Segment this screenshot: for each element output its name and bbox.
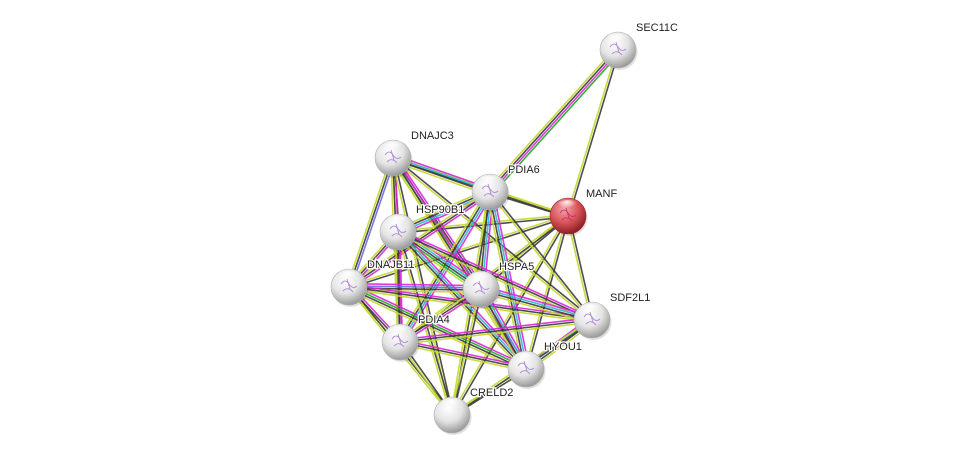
edge-line-magenta	[492, 191, 531, 369]
node-creld2[interactable]: CRELD2	[433, 386, 515, 435]
edge-line-black	[397, 231, 593, 321]
edge-line-magenta	[350, 283, 528, 367]
edge-line-cyan	[481, 287, 593, 320]
node-label: PDIA6	[508, 164, 540, 176]
node-highlight	[470, 273, 492, 285]
edge-line-magenta	[400, 339, 527, 368]
edge-hspa5-creld2[interactable]	[450, 288, 483, 416]
edge-line-yellowgreen	[400, 321, 593, 345]
edge-line-black	[526, 216, 570, 370]
node-hyou1[interactable]: HYOU1	[507, 340, 583, 389]
node-highlight	[382, 142, 404, 154]
node-label: MANF	[586, 188, 617, 200]
node-sec11c[interactable]: SEC11C	[599, 21, 679, 70]
edge-line-magenta	[399, 229, 529, 368]
edge-line-blue	[350, 158, 396, 288]
edge-pdia6-sdf2l1[interactable]	[488, 190, 594, 322]
edge-line-green	[491, 51, 622, 195]
edge-line-yellowgreen	[390, 158, 525, 371]
edge-line-yellowgreen	[346, 157, 392, 287]
node-dnajb11[interactable]: DNAJB11	[330, 258, 416, 307]
edge-line-green	[349, 285, 527, 369]
edge-line-black	[488, 48, 618, 192]
edge-line-yellowgreen	[450, 215, 568, 415]
edge-dnajc3-dnajb11[interactable]	[346, 157, 396, 288]
edge-line-yellowgreen	[566, 49, 618, 216]
edge-pdia4-sdf2l1[interactable]	[399, 317, 593, 345]
node-highlight	[389, 326, 411, 338]
node-hspa5[interactable]: HSPA5	[462, 260, 536, 309]
node-pdia4[interactable]: PDIA4	[381, 313, 451, 362]
node-highlight	[479, 176, 501, 188]
node-label: SDF2L1	[610, 292, 650, 304]
edge-line-black	[399, 341, 527, 370]
edge-line-yellowgreen	[347, 289, 525, 373]
node-hsp90b1[interactable]: HSP90B1	[379, 203, 466, 252]
edge-line-black	[392, 157, 527, 370]
edge-line-black	[490, 190, 594, 320]
edge-line-yellowgreen	[488, 192, 592, 322]
edge-line-black	[452, 216, 570, 416]
node-label: CRELD2	[470, 387, 513, 399]
edges-layer	[346, 47, 622, 417]
edge-line-magenta	[490, 50, 620, 194]
node-pdia6[interactable]: PDIA6	[471, 163, 541, 212]
node-dnajc3[interactable]: DNAJC3	[374, 129, 455, 178]
edge-sec11c-pdia6[interactable]	[486, 47, 622, 195]
edge-line-magenta	[398, 229, 594, 319]
edge-line-black	[399, 319, 593, 343]
node-highlight	[387, 216, 409, 228]
node-manf[interactable]: MANF	[549, 187, 619, 236]
node-highlight	[515, 353, 537, 365]
edge-line-black	[568, 50, 620, 217]
edge-line-yellowgreen	[450, 288, 481, 415]
node-highlight	[441, 399, 463, 411]
edge-line-yellowgreen	[524, 215, 568, 369]
node-label: SEC11C	[636, 22, 678, 34]
edge-line-black	[348, 157, 394, 288]
edge-hspa5-sdf2l1[interactable]	[479, 285, 594, 324]
edge-line-black	[349, 216, 569, 289]
edge-line-yellowgreen	[348, 288, 592, 323]
edge-line-black	[452, 289, 483, 416]
node-label: HYOU1	[544, 341, 582, 353]
edge-manf-creld2[interactable]	[450, 215, 570, 416]
node-highlight	[338, 271, 360, 283]
edge-manf-hyou1[interactable]	[524, 215, 570, 370]
edge-line-yellowgreen	[399, 343, 526, 372]
edge-line-magenta	[349, 282, 482, 287]
edge-line-magenta	[481, 285, 594, 318]
node-highlight	[557, 200, 579, 212]
edge-dnajb11-hyou1[interactable]	[347, 283, 528, 373]
edge-dnajc3-sdf2l1[interactable]	[391, 156, 594, 322]
edge-line-yellowgreen	[479, 291, 592, 324]
node-highlight	[607, 34, 629, 46]
edge-pdia4-hyou1[interactable]	[399, 339, 527, 372]
node-label: DNAJC3	[411, 130, 454, 142]
node-sdf2l1[interactable]: SDF2L1	[573, 291, 652, 340]
edge-line-blue	[349, 285, 482, 289]
edge-line-yellowgreen	[347, 189, 490, 286]
node-highlight	[581, 304, 603, 316]
edge-line-magenta	[399, 317, 592, 341]
node-label: HSP90B1	[416, 204, 464, 216]
edge-line-black	[348, 287, 526, 371]
node-label: DNAJB11	[367, 259, 414, 271]
edge-line-black	[481, 216, 570, 291]
node-label: PDIA4	[418, 314, 450, 326]
edge-line-black	[393, 156, 594, 320]
edge-line-yellowgreen	[486, 47, 617, 191]
edge-sec11c-manf[interactable]	[566, 49, 620, 217]
node-label: HSPA5	[499, 261, 534, 273]
edge-line-magenta	[395, 155, 485, 288]
edge-line-yellowgreen	[391, 158, 592, 322]
edge-line-black	[480, 289, 592, 322]
